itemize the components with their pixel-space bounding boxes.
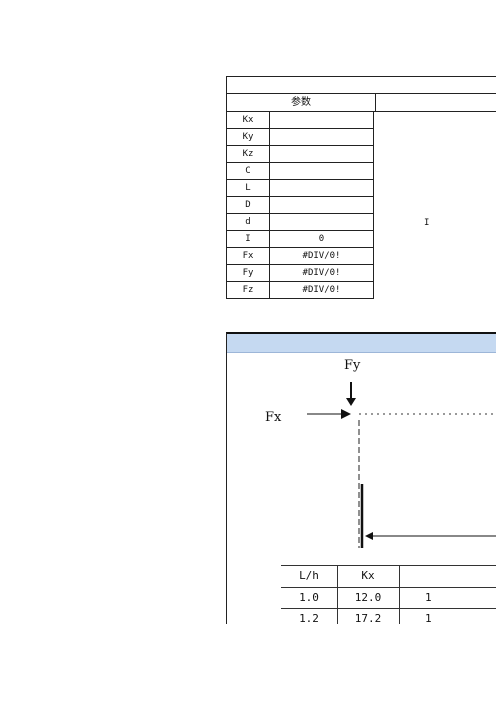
table-row: Fz#DIV/0! bbox=[226, 282, 374, 299]
value-cell[interactable]: #DIV/0! bbox=[270, 265, 374, 281]
fy-label: Fy bbox=[344, 358, 361, 373]
symbol-cell: d bbox=[226, 214, 270, 230]
fx-arrow-head bbox=[341, 409, 351, 419]
value-cell[interactable] bbox=[270, 129, 374, 145]
symbol-cell: L bbox=[226, 180, 270, 196]
value-cell[interactable]: 0 bbox=[270, 231, 374, 247]
table-title-row bbox=[226, 76, 496, 93]
symbol-cell: Kx bbox=[226, 112, 270, 128]
symbol-cell: C bbox=[226, 163, 270, 179]
cell-kx: 17.2 bbox=[354, 612, 382, 624]
table-row: Kx bbox=[226, 112, 374, 129]
cell-lh: 1.0 bbox=[299, 591, 319, 604]
table-column-divider bbox=[337, 565, 338, 624]
table-row: 1.0 12.0 1 bbox=[281, 588, 496, 609]
value-cell[interactable] bbox=[270, 112, 374, 128]
value-cell[interactable] bbox=[270, 214, 374, 230]
table-row: Fy#DIV/0! bbox=[226, 265, 374, 282]
value-cell[interactable] bbox=[270, 163, 374, 179]
symbol-cell: Fx bbox=[226, 248, 270, 264]
cell-col3: 1 bbox=[425, 591, 432, 604]
table-row: Kz bbox=[226, 146, 374, 163]
force-diagram-panel: Fy Fx L/h Kx 1.0 12.0 1 1.2 17.2 1 bbox=[226, 332, 496, 624]
table-header-row: 参数 bbox=[226, 93, 496, 112]
merged-description-cell: I bbox=[374, 112, 496, 299]
symbol-cell: Fy bbox=[226, 265, 270, 281]
value-cell[interactable]: #DIV/0! bbox=[270, 248, 374, 264]
value-cell[interactable] bbox=[270, 197, 374, 213]
lh-coefficient-table: L/h Kx 1.0 12.0 1 1.2 17.2 1 bbox=[281, 565, 496, 624]
table-row: L bbox=[226, 180, 374, 197]
value-cell[interactable] bbox=[270, 146, 374, 162]
header-param-cell: 参数 bbox=[227, 94, 376, 111]
table-row: d bbox=[226, 214, 374, 231]
bottom-arrow-head bbox=[365, 532, 373, 540]
table-row: 1.2 17.2 1 bbox=[281, 609, 496, 624]
table-row: Fx#DIV/0! bbox=[226, 248, 374, 265]
merged-cell-fragment: I bbox=[424, 218, 430, 228]
table-column-divider bbox=[399, 565, 400, 624]
cell-col3: 1 bbox=[425, 612, 432, 624]
symbol-cell: D bbox=[226, 197, 270, 213]
symbol-cell: Fz bbox=[226, 282, 270, 298]
value-cell[interactable]: #DIV/0! bbox=[270, 282, 374, 298]
table-row: Ky bbox=[226, 129, 374, 146]
symbol-cell: Kz bbox=[226, 146, 270, 162]
cell-lh: 1.2 bbox=[299, 612, 319, 624]
symbol-cell: Ky bbox=[226, 129, 270, 145]
symbol-cell: I bbox=[226, 231, 270, 247]
fx-label: Fx bbox=[265, 410, 282, 425]
header-lh: L/h bbox=[299, 569, 319, 582]
table-row: D bbox=[226, 197, 374, 214]
cell-kx: 12.0 bbox=[354, 591, 382, 604]
figure-header-band bbox=[227, 334, 496, 353]
fy-arrow-head bbox=[346, 398, 356, 406]
header-kx: Kx bbox=[361, 569, 375, 582]
force-diagram bbox=[307, 382, 496, 548]
table-row: C bbox=[226, 163, 374, 180]
value-cell[interactable] bbox=[270, 180, 374, 196]
table-header-row: L/h Kx bbox=[281, 565, 496, 588]
header-col3 bbox=[399, 566, 465, 586]
